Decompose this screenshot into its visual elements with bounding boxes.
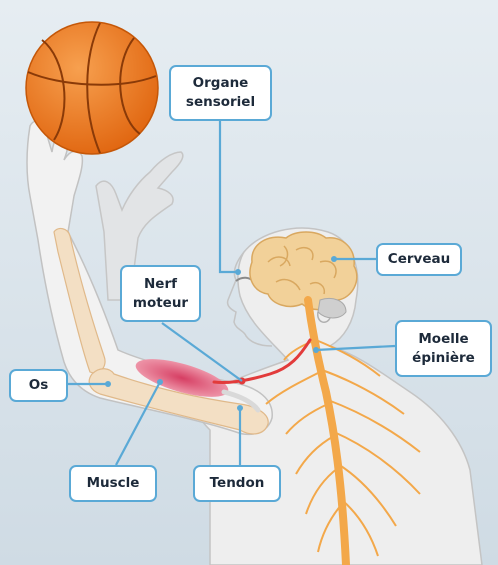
label-cerveau: Cerveau bbox=[376, 243, 462, 276]
label-muscle: Muscle bbox=[69, 465, 157, 502]
label-nerf-moteur: Nerf moteur bbox=[120, 265, 201, 322]
label-os: Os bbox=[9, 369, 68, 402]
basketball-icon bbox=[26, 22, 158, 154]
label-organe-sensoriel: Organe sensoriel bbox=[169, 65, 272, 121]
label-moelle-epiniere: Moelle épinière bbox=[395, 320, 492, 377]
label-tendon: Tendon bbox=[193, 465, 281, 502]
